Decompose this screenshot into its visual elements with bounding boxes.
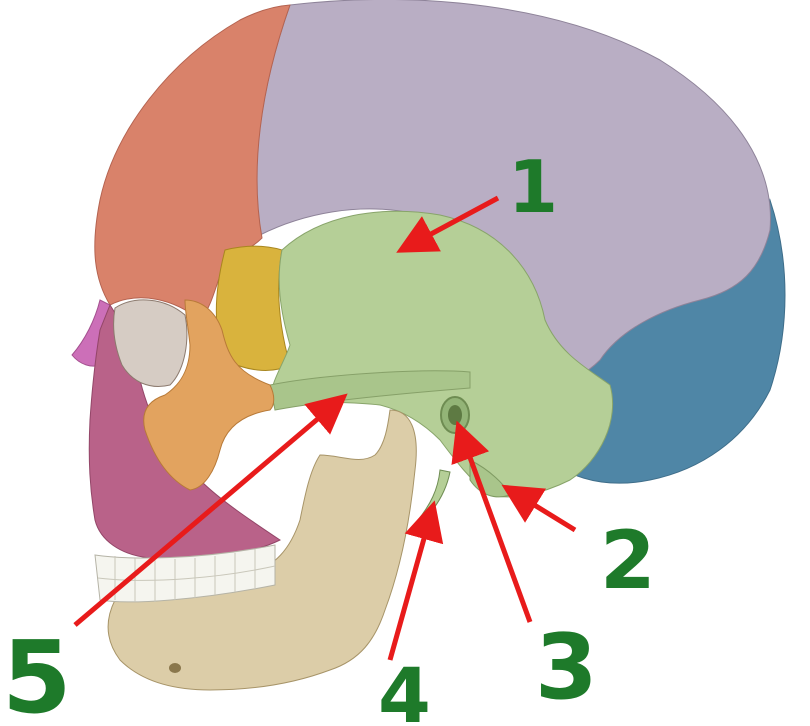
parietal-bone <box>255 0 771 383</box>
meatus-opening <box>448 405 462 425</box>
zygomatic-bone <box>143 299 275 491</box>
arrow-1 <box>396 195 500 253</box>
label-2: 2 <box>600 514 656 607</box>
label-5: 5 <box>2 619 72 726</box>
label-4: 4 <box>378 651 431 726</box>
mental-foramen <box>169 663 181 673</box>
arrow-5 <box>73 393 348 627</box>
frontal-bone <box>94 4 291 321</box>
label-1: 1 <box>508 145 558 229</box>
arrow-3 <box>451 420 533 623</box>
label-3: 3 <box>535 615 598 720</box>
mandible <box>107 409 417 691</box>
arrow-2 <box>501 484 577 533</box>
arrow-4 <box>387 500 444 661</box>
orbit <box>113 299 188 387</box>
